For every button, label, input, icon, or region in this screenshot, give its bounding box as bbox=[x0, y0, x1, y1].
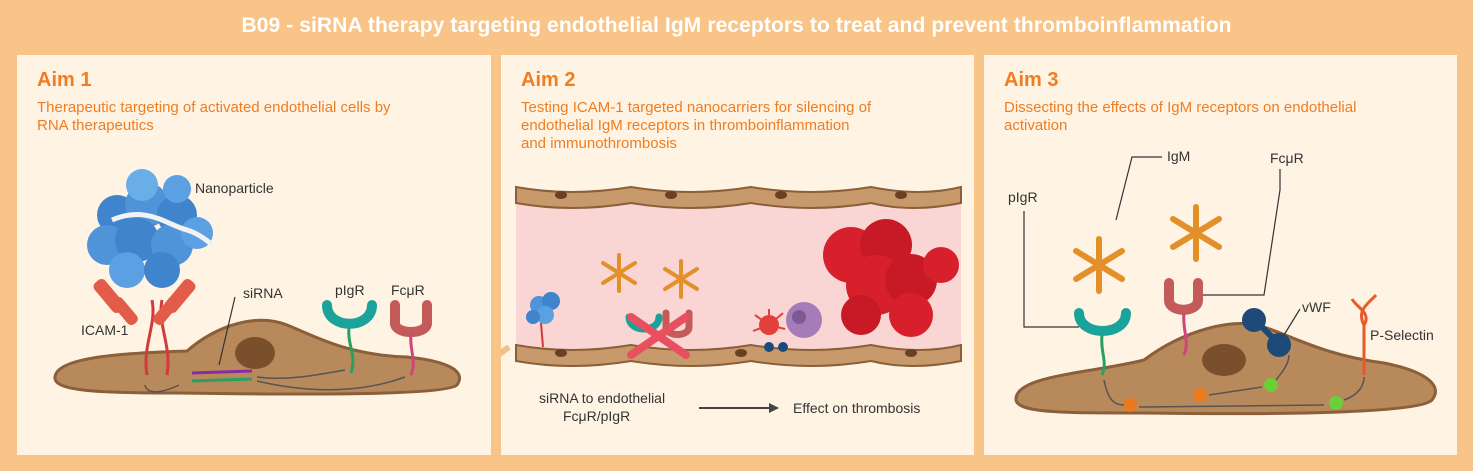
leukocyte bbox=[786, 302, 822, 338]
igm-pentamer bbox=[1073, 236, 1125, 294]
aim2-panel: Aim 2 Testing ICAM-1 targeted nanocarrie… bbox=[501, 55, 974, 455]
pigr-receptor bbox=[322, 300, 377, 374]
platelet bbox=[752, 309, 786, 335]
signal-dot bbox=[1264, 378, 1278, 392]
p-selectin bbox=[1350, 293, 1378, 375]
nanoparticle-small bbox=[526, 292, 560, 348]
aim2-desc-line: and immunothrombosis bbox=[521, 135, 677, 152]
cell-nucleus bbox=[235, 337, 275, 369]
p-selectin-label: P-Selectin bbox=[1370, 327, 1434, 343]
cell-nucleus bbox=[1202, 344, 1246, 376]
aim1-panel: Aim 1 Therapeutic targeting of activated… bbox=[17, 55, 491, 455]
signal-dot bbox=[1193, 388, 1207, 402]
sirna-target-label: siRNA to endothelial bbox=[539, 390, 665, 406]
aim3-desc-line: Dissecting the effects of IgM receptors … bbox=[1004, 99, 1357, 116]
aim3-illustration: IgM FcμR pIgR vWF P-Selectin bbox=[1008, 148, 1437, 416]
aim3-heading: Aim 3 bbox=[1004, 69, 1059, 91]
icam1-receptor bbox=[93, 278, 196, 376]
aim2-illustration: siRNA to endothelial FcμR/pIgR Effect on… bbox=[501, 185, 962, 424]
vwf-label: vWF bbox=[1302, 299, 1331, 315]
aim2-heading: Aim 2 bbox=[521, 69, 576, 91]
vessel-wall-top bbox=[515, 185, 962, 209]
aim1-desc-line: Therapeutic targeting of activated endot… bbox=[37, 99, 391, 116]
fcmur-receptor bbox=[1164, 278, 1203, 356]
connector-arrow bbox=[501, 344, 511, 357]
pigr-label: pIgR bbox=[1008, 189, 1038, 205]
igm-pentamer bbox=[1170, 204, 1222, 262]
sirna-target-label-2: FcμR/pIgR bbox=[563, 408, 630, 424]
vwf-molecule bbox=[764, 342, 788, 352]
icam1-label: ICAM-1 bbox=[81, 322, 129, 338]
vwf-molecule bbox=[1242, 308, 1291, 357]
aim1-description: Therapeutic targeting of activated endot… bbox=[37, 99, 391, 135]
aim1-desc-line: RNA therapeutics bbox=[37, 117, 154, 134]
fcmur-label: FcμR bbox=[391, 282, 425, 298]
sirna-strand bbox=[191, 369, 253, 383]
igm-pentamer bbox=[663, 259, 699, 299]
aim2-description: Testing ICAM-1 targeted nanocarriers for… bbox=[521, 99, 871, 153]
nanoparticle bbox=[87, 169, 214, 288]
pigr-receptor bbox=[1074, 308, 1131, 376]
fcmur-label: FcμR bbox=[1270, 150, 1304, 166]
silenced-receptors bbox=[625, 309, 693, 359]
igm-pentamer bbox=[601, 253, 637, 293]
aim3-panel: Aim 3 Dissecting the effects of IgM rece… bbox=[984, 55, 1457, 455]
effect-label: Effect on thrombosis bbox=[793, 400, 920, 416]
fcmur-receptor bbox=[390, 300, 432, 376]
aim2-desc-line: Testing ICAM-1 targeted nanocarriers for… bbox=[521, 99, 872, 116]
thrombus bbox=[823, 219, 959, 337]
nanoparticle-label: Nanoparticle bbox=[195, 180, 274, 196]
igm-label: IgM bbox=[1167, 148, 1190, 164]
aim3-desc-line: activation bbox=[1004, 117, 1068, 134]
aim2-desc-line: endothelial IgM receptors in thromboinfl… bbox=[521, 117, 850, 134]
signal-dot bbox=[1123, 398, 1137, 412]
sirna-label: siRNA bbox=[243, 285, 283, 301]
aim1-heading: Aim 1 bbox=[37, 69, 92, 91]
aim1-illustration: Nanoparticle siRNA pIgR FcμR ICAM-1 bbox=[53, 169, 461, 396]
pigr-label: pIgR bbox=[335, 282, 365, 298]
figure-title: B09 - siRNA therapy targeting endothelia… bbox=[241, 14, 1232, 37]
signal-dot bbox=[1329, 396, 1343, 410]
aim3-description: Dissecting the effects of IgM receptors … bbox=[1004, 99, 1356, 135]
